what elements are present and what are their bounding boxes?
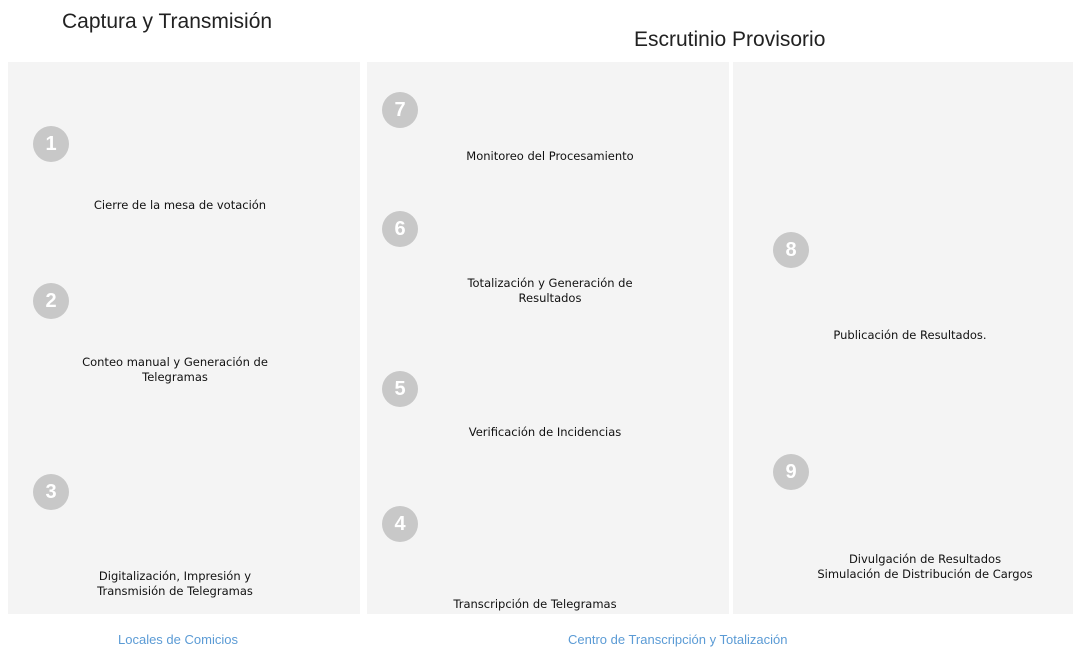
- step-9-label-line2: Simulación de Distribución de Cargos: [817, 567, 1033, 581]
- step-2-label-line2: Telegramas: [142, 370, 208, 384]
- step-3-label-line1: Digitalización, Impresión y: [98, 569, 252, 583]
- step-7-badge: 7: [382, 92, 418, 128]
- step-1-label: Cierre de la mesa de votación: [93, 198, 267, 212]
- step-2-badge: 2: [33, 283, 69, 319]
- step-6-label-line1: Totalización y Generación de: [467, 276, 633, 290]
- header-escrutinio: Escrutinio Provisorio: [634, 28, 826, 51]
- step-3-badge: 3: [33, 474, 69, 510]
- step-6-badge: 6: [382, 211, 418, 247]
- step-8-label: Publicación de Resultados.: [833, 328, 987, 342]
- step-5-label: Verificación de Incidencias: [468, 425, 622, 439]
- header-captura: Captura y Transmisión: [62, 10, 273, 33]
- step-9-label-line1: Divulgación de Resultados: [848, 552, 1002, 566]
- step-3-label: Digitalización, Impresión y Transmisión …: [40, 569, 310, 599]
- step-6-label-line2: Resultados: [518, 291, 582, 305]
- footer-centro: Centro de Transcripción y Totalización: [568, 632, 788, 647]
- step-4-label: Transcripción de Telegramas: [453, 597, 617, 611]
- step-1-badge: 1: [33, 126, 69, 162]
- step-2-label: Conteo manual y Generación de Telegramas: [40, 355, 310, 385]
- step-9-label: Divulgación de Resultados Simulación de …: [790, 552, 1060, 582]
- step-5-badge: 5: [382, 371, 418, 407]
- step-2-label-line1: Conteo manual y Generación de: [82, 355, 268, 369]
- footer-locales: Locales de Comicios: [118, 632, 238, 647]
- step-4-badge: 4: [382, 506, 418, 542]
- step-3-label-line2: Transmisión de Telegramas: [97, 584, 253, 598]
- step-7-label: Monitoreo del Procesamiento: [466, 149, 634, 163]
- step-8-badge: 8: [773, 232, 809, 268]
- step-6-label: Totalización y Generación de Resultados: [425, 276, 675, 306]
- step-9-badge: 9: [773, 454, 809, 490]
